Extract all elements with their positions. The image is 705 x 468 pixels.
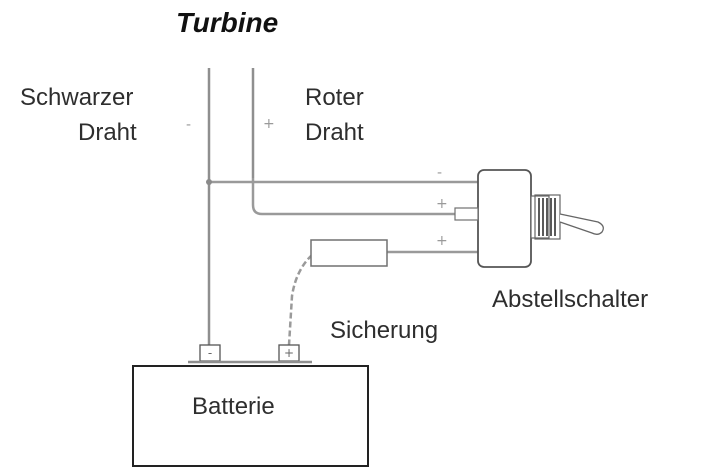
stop-switch-label: Abstellschalter	[492, 286, 649, 313]
fuse-lead-wire	[287, 254, 313, 346]
battery-plus-sign: +	[283, 346, 295, 360]
fuse-label: Sicherung	[330, 317, 439, 344]
switch-plus-sign-upper: +	[436, 196, 448, 212]
switch-body	[477, 169, 532, 268]
switch-thread-lines	[538, 198, 556, 236]
red-wire-bend	[251, 178, 455, 216]
battery-minus-sign: -	[207, 346, 213, 360]
red-wire-plus-sign: +	[263, 116, 275, 132]
fuse-body	[310, 239, 388, 267]
battery-body	[132, 365, 369, 467]
black-wire-label-line1: Schwarzer	[20, 84, 134, 111]
red-wire-label-line1: Roter	[305, 84, 364, 111]
junction-dot	[206, 179, 212, 185]
switch-minus-sign: -	[437, 165, 443, 181]
switch-terminal	[454, 207, 479, 221]
switch-plus-sign-lower: +	[436, 233, 448, 249]
black-wire-minus-sign: -	[186, 117, 192, 133]
diagram-title: Turbine	[176, 7, 279, 38]
red-wire-label-line2: Draht	[305, 119, 364, 146]
switch-lever	[559, 213, 604, 235]
battery-label: Batterie	[192, 393, 275, 420]
black-wire-label-line2: Draht	[78, 119, 137, 146]
